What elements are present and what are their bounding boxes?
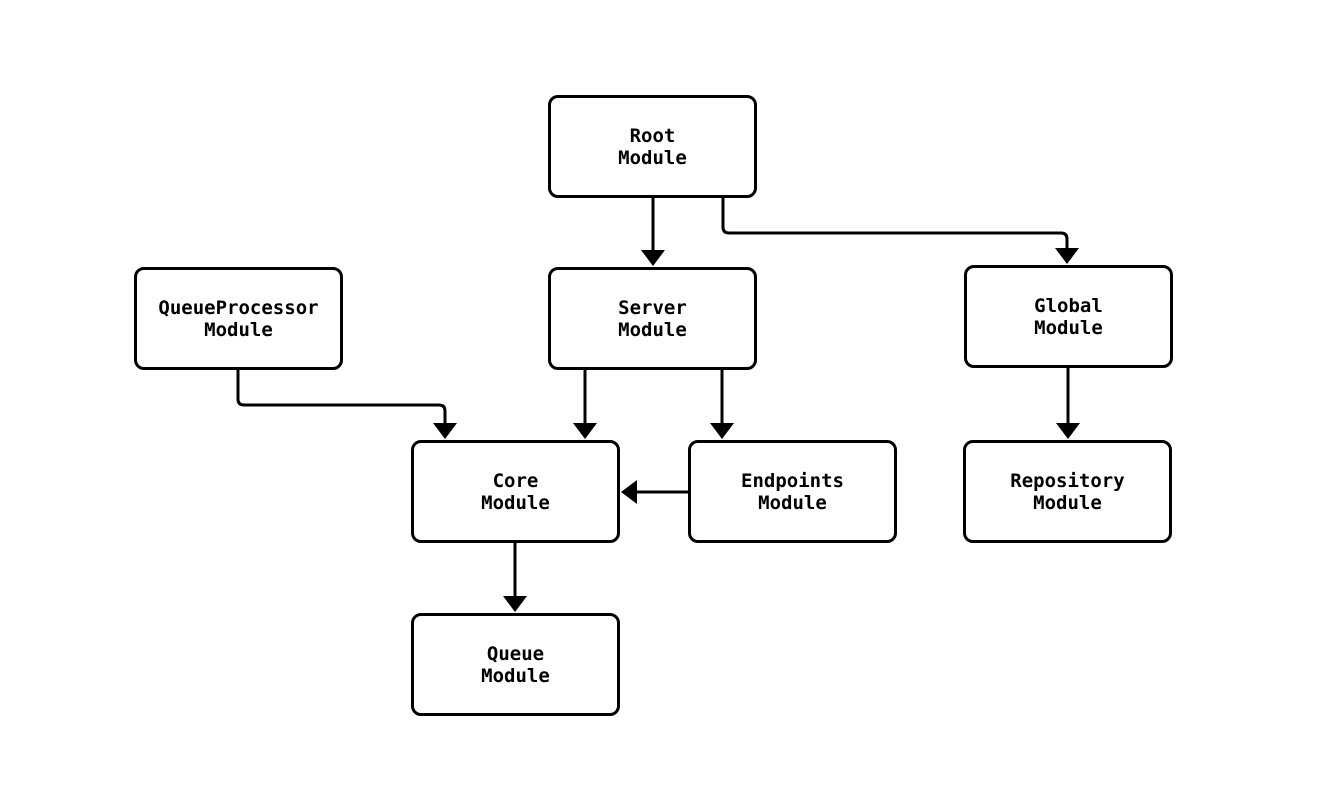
node-core-module: Core Module	[411, 440, 620, 543]
edge-queueprocessor-module-to-core-module	[236, 370, 457, 439]
edge-root-module-to-global-module	[721, 198, 1079, 264]
node-queueprocessor-module: QueueProcessor Module	[134, 267, 343, 370]
node-global-module: Global Module	[964, 265, 1173, 368]
node-root-module: Root Module	[548, 95, 757, 198]
node-queueprocessor-module-label: QueueProcessor Module	[158, 296, 319, 341]
node-queue-module-label: Queue Module	[481, 642, 550, 687]
edge-global-module-to-repository-module	[1056, 368, 1080, 439]
node-repository-module-label: Repository Module	[1010, 469, 1125, 514]
node-server-module: Server Module	[548, 267, 757, 370]
node-endpoints-module: Endpoints Module	[688, 440, 897, 543]
edge-endpoints-module-to-core-module	[621, 480, 688, 504]
edge-root-module-to-server-module	[641, 198, 665, 266]
node-repository-module: Repository Module	[963, 440, 1172, 543]
node-endpoints-module-label: Endpoints Module	[741, 469, 844, 514]
edge-core-module-to-queue-module	[503, 543, 527, 612]
edge-server-module-to-endpoints-module	[710, 370, 734, 439]
node-queue-module: Queue Module	[411, 613, 620, 716]
node-root-module-label: Root Module	[618, 124, 687, 169]
edge-server-module-to-core-module	[573, 370, 597, 439]
node-server-module-label: Server Module	[618, 296, 687, 341]
node-global-module-label: Global Module	[1034, 294, 1103, 339]
node-core-module-label: Core Module	[481, 469, 550, 514]
